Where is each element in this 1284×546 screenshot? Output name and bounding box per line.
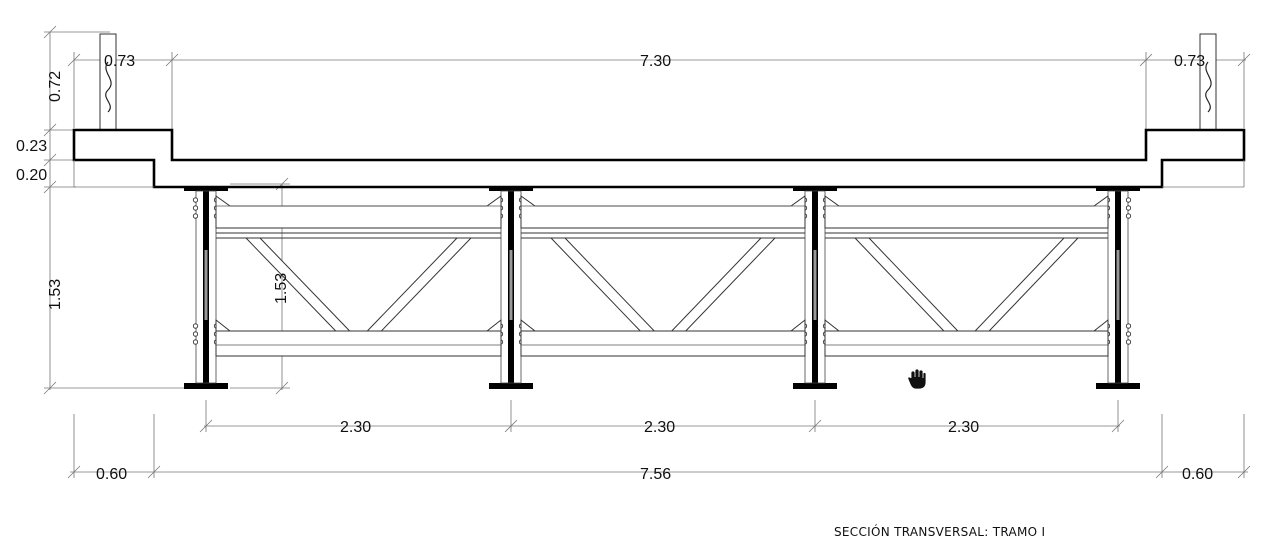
bolt [192,323,199,329]
dim-left-curb-width: 0.73 [104,53,135,70]
diagonal-right [670,237,777,332]
section-caption: SECCIÓN TRANSVERSAL: TRAMO I [834,524,1045,539]
girder-top-flange [1096,186,1140,191]
girder-web-light [813,250,817,320]
girder-bottom-flange [184,383,228,389]
bolt [192,205,199,211]
dim-girder-depth-left: 1.53 [47,279,64,310]
railing-left [99,33,117,131]
dim-girder-depth-inner: 1.53 [273,273,290,304]
bolt [1125,323,1132,329]
girder-bottom-flange [793,383,837,389]
dim-right-overhang: 0.60 [1182,466,1213,483]
top-chord [824,195,1109,229]
bottom-chord [215,318,502,357]
cross-frames [215,195,1109,357]
bolt [192,339,199,345]
cross-frame-bay-1 [215,195,502,357]
bottom-chord [824,318,1109,357]
cross-frame-bay-3 [824,195,1109,357]
dim-girder-spacing-2: 2.30 [644,419,675,436]
top-chord [215,195,502,229]
bolt [192,213,199,219]
girder-stiffener [500,190,522,384]
girder-stiffener [1107,190,1129,384]
girder-top-flange [489,186,533,191]
dim-right-curb-width: 0.73 [1174,53,1205,70]
dimension-lines [43,25,1251,479]
bolt [1125,205,1132,211]
dim-roadway-width: 7.30 [640,53,671,70]
dim-slab-thickness: 0.20 [16,167,47,184]
girder-web-light [509,250,513,320]
diagonal-left [244,237,351,332]
bolt [1125,339,1132,345]
dim-railing-height: 0.72 [47,71,64,102]
bolt [1125,213,1132,219]
dim-curb-height: 0.23 [16,138,47,155]
bottom-chord [520,318,806,357]
dim-girder-spacing-1: 2.30 [340,419,371,436]
girder-top-flange [793,186,837,191]
girder-bottom-flange [1096,383,1140,389]
bolt [192,331,199,337]
cross-frame-bay-2 [520,195,806,357]
girder-top-flange [184,186,228,191]
top-chord [520,195,806,229]
girder-web-light [1116,250,1120,320]
diagonal-right [973,237,1080,332]
deck-slab [72,128,1246,189]
dim-girder-spacing-3: 2.30 [948,419,979,436]
girder-bottom-flange [489,383,533,389]
bolt [1125,331,1132,337]
bolt [1125,197,1132,203]
diagonal-left [853,237,960,332]
hand-icon [907,368,927,390]
diagonal-left [549,237,656,332]
diagonal-right [366,237,473,332]
girder-web-light [204,250,208,320]
dim-left-overhang: 0.60 [96,466,127,483]
girder-stiffener [804,190,826,384]
railing-right [1199,33,1217,131]
dim-total-girder-span: 7.56 [640,466,671,483]
bolt [192,197,199,203]
girder-stiffener [195,190,217,384]
